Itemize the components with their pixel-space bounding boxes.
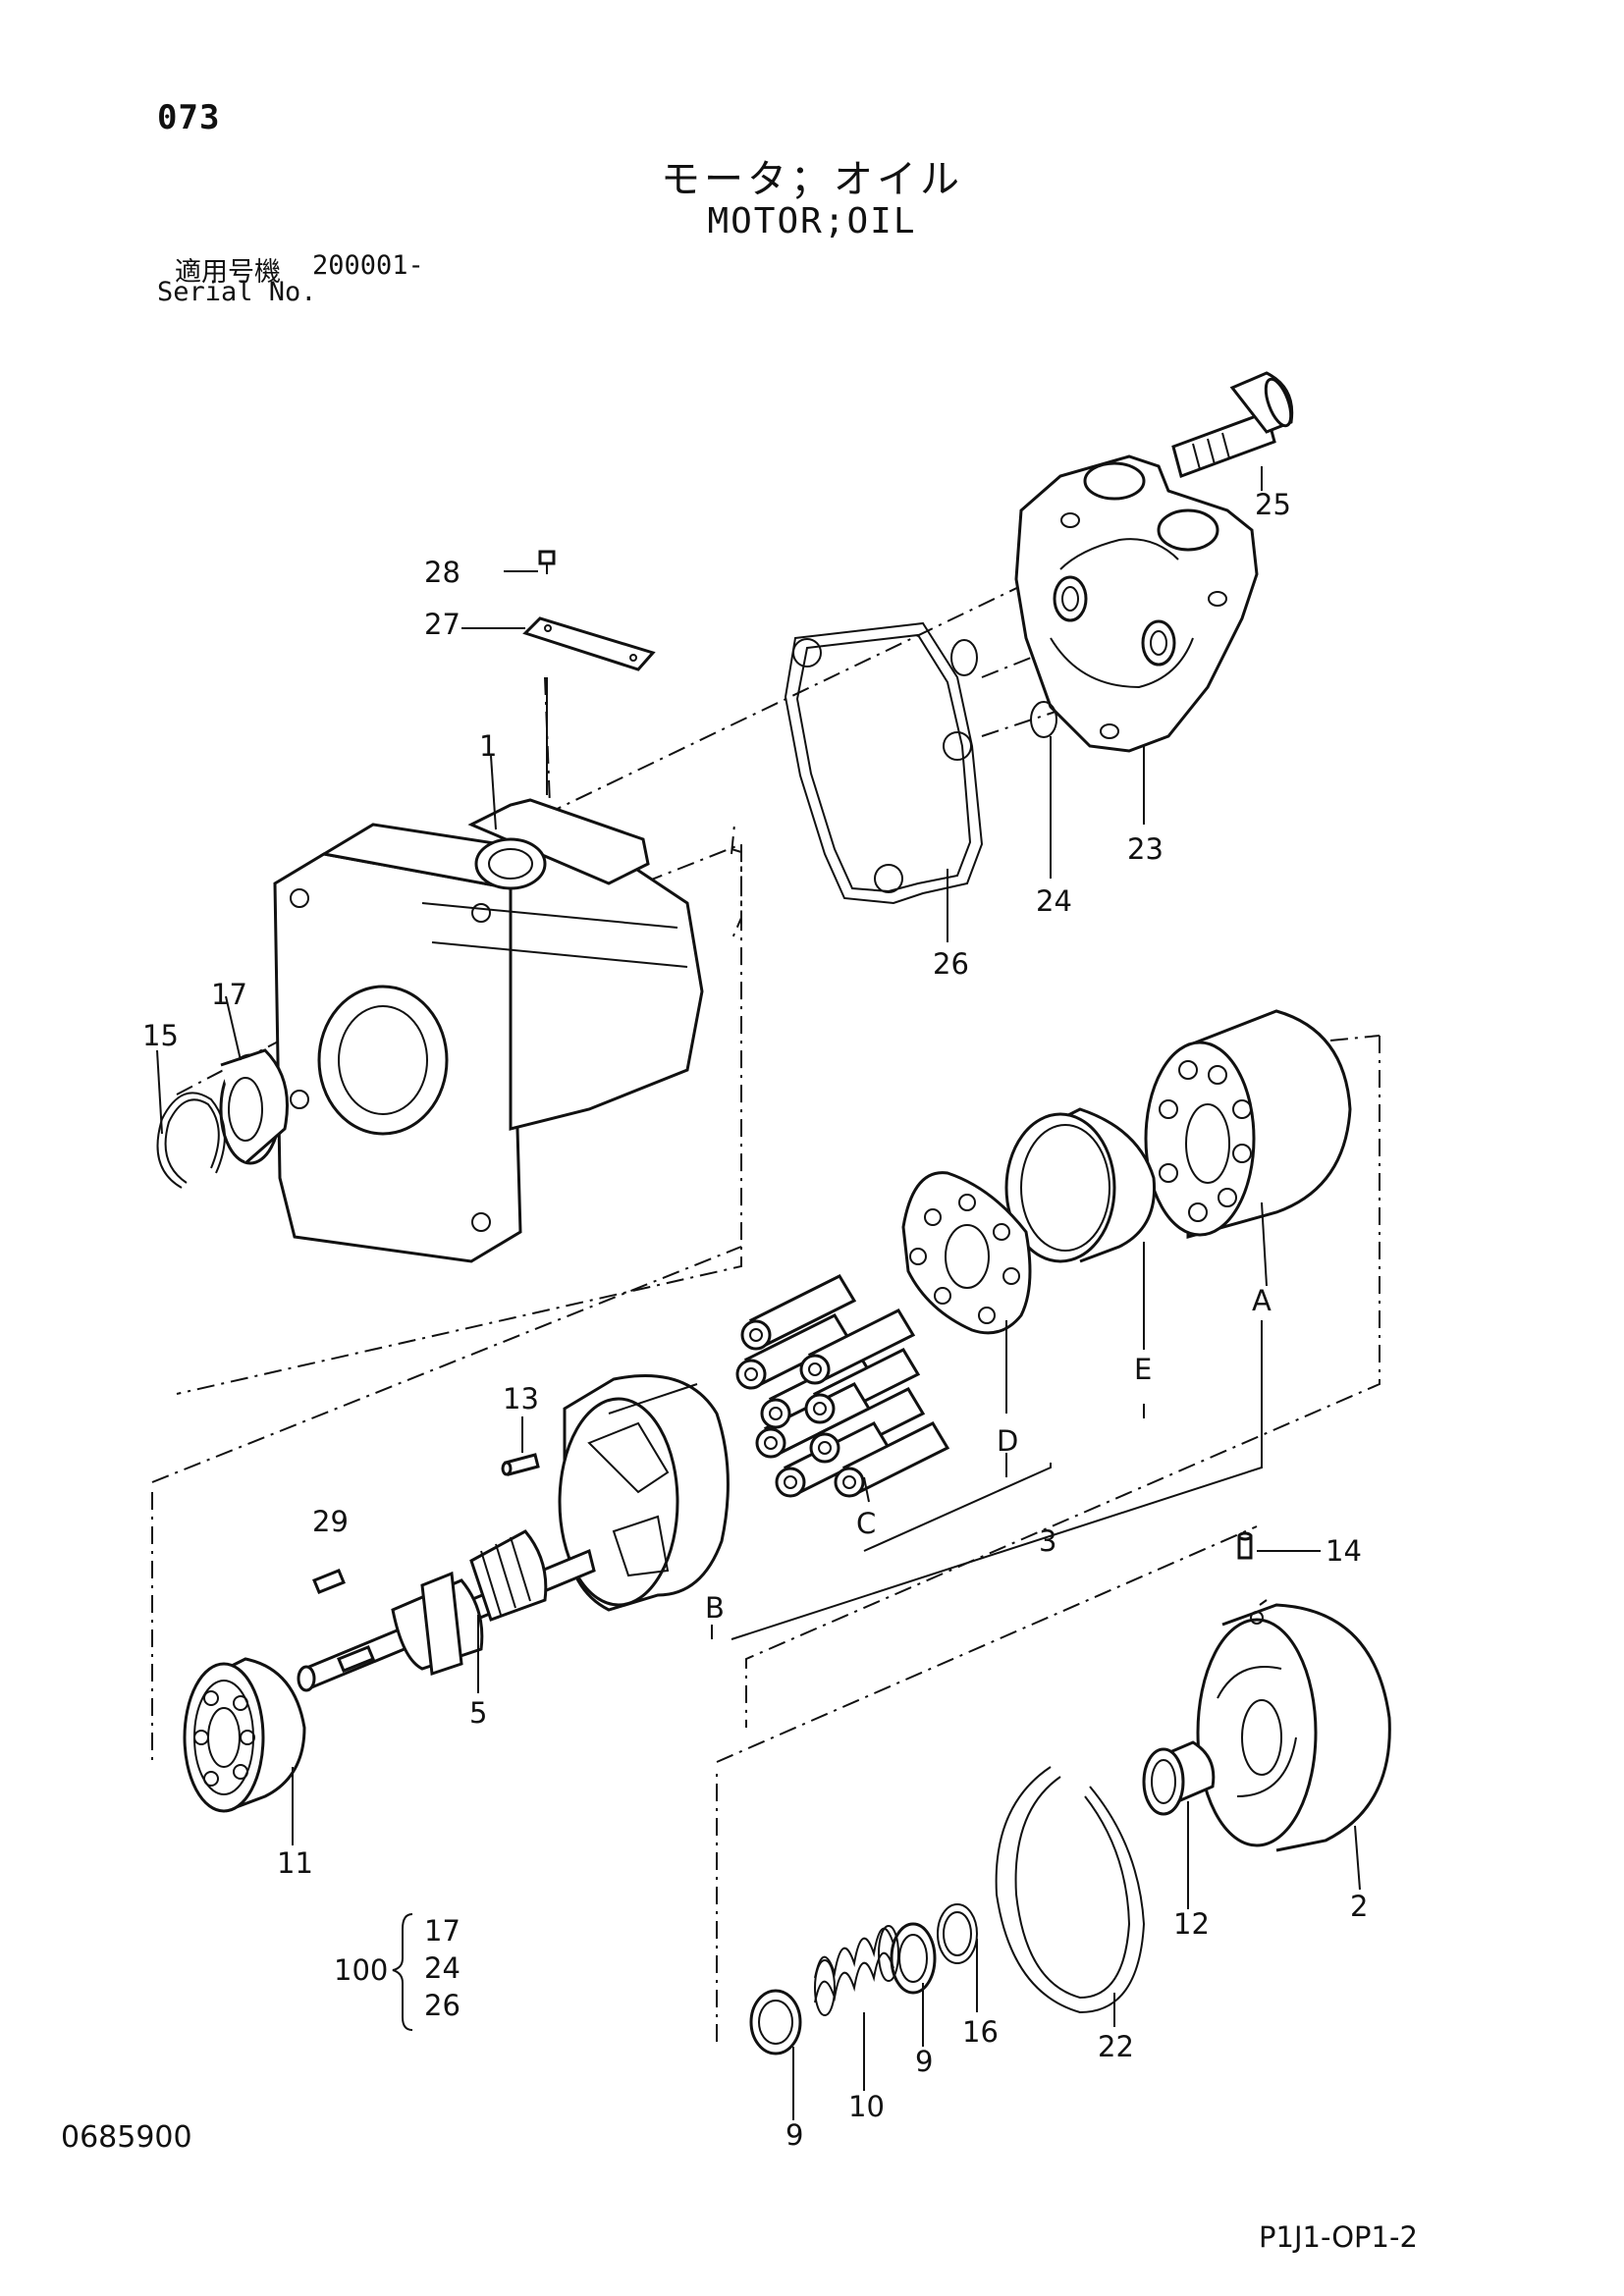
callout-29: 29 [312,1505,349,1538]
part-A-cylinder-block [1144,1009,1352,1239]
callout-E: E [1134,1353,1152,1386]
callout-labels: 25 28 27 1 23 24 26 17 15 A E 13 D 29 C … [142,488,1368,2152]
callout-9-lower: 9 [785,2118,803,2152]
part-C-pistons [735,1274,950,1498]
callout-17: 17 [211,978,247,1011]
part-25-bolt [1171,371,1294,478]
callout-26: 26 [933,947,969,981]
callout-5: 5 [469,1696,487,1730]
page-code: P1J1-OP1-2 [1259,2220,1418,2254]
title-english: MOTOR;OIL [707,201,917,241]
callout-25: 25 [1255,488,1291,521]
serial-label-english: Serial No. [157,277,317,307]
part-27-28-plate-and-screw [522,550,656,795]
part-D-retainer-plate [901,1171,1032,1335]
serial-value: 200001- [312,250,424,281]
callout-22: 22 [1098,2030,1134,2063]
callout-13: 13 [503,1382,539,1415]
part-1-housing [273,798,704,1263]
kit-item-17: 17 [424,1914,460,1948]
part-5-shaft [297,1529,596,1692]
part-12-needle-bearing [1142,1740,1216,1816]
callout-16: 16 [962,2015,999,2049]
part-9-washers [749,1922,937,2056]
part-16-snap-ring [937,1903,978,1964]
callout-15: 15 [142,1019,179,1052]
callout-9-upper: 9 [915,2045,933,2078]
callout-28: 28 [424,556,460,589]
kit-item-26: 26 [424,1989,460,2022]
document-number: 0685900 [61,2120,192,2155]
callout-23: 23 [1127,832,1164,866]
leader-lines [156,466,1361,2120]
callout-1: 1 [479,729,497,763]
callout-27: 27 [424,608,460,641]
title-japanese: モータ；オイル [661,157,963,202]
part-13-pin [501,1453,540,1476]
part-11-bearing [183,1657,306,1813]
part-14-pin [1237,1531,1253,1560]
serial-label-japanese: 適用号機 [175,257,281,288]
callout-C: C [856,1507,876,1540]
part-22-snap-ring [995,1766,1146,2014]
kit-item-24: 24 [424,1951,460,1985]
part-24-o-rings [950,639,1057,738]
callout-24: 24 [1036,884,1072,918]
part-15-snap-ring [156,1092,226,1189]
callout-12: 12 [1173,1907,1210,1941]
part-2-valve-plate [1196,1603,1391,1852]
part-29-key [312,1569,346,1594]
callout-A: A [1252,1284,1272,1317]
callout-2: 2 [1350,1890,1368,1923]
part-17-oil-seal [219,1048,289,1165]
part-23-end-cover [1014,454,1259,753]
callout-10: 10 [848,2090,885,2123]
kit-number: 100 [334,1953,388,1987]
callout-D: D [997,1424,1018,1458]
guide-lines [151,509,1380,2042]
callout-11: 11 [277,1846,313,1880]
callout-14: 14 [1326,1534,1362,1568]
kit-100-group: 100 17 24 26 [334,1913,460,2031]
part-10-spring [814,1925,899,2016]
part-26-gasket [784,621,984,905]
page-number: 073 [157,98,221,137]
callout-3: 3 [1039,1524,1056,1558]
callout-B: B [705,1591,725,1625]
part-E-ring [1004,1107,1157,1263]
